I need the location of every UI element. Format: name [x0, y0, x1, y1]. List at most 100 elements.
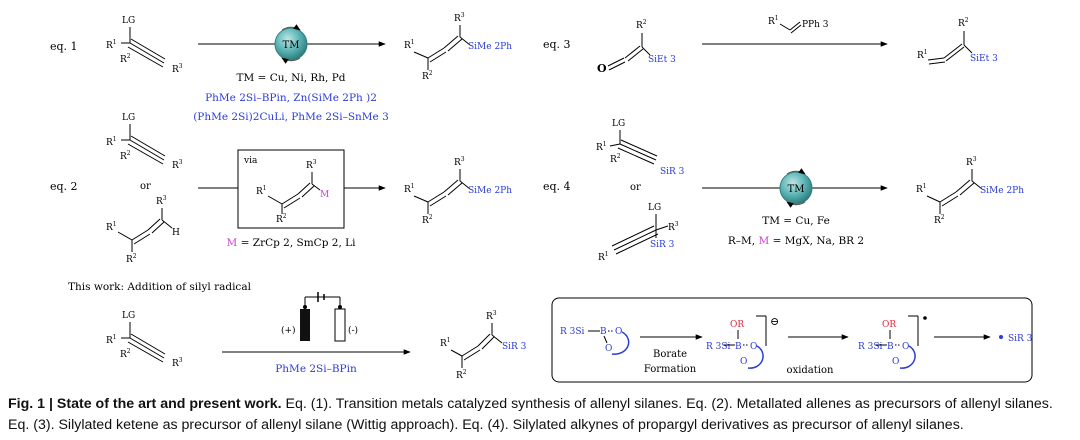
- eq1-label: eq. 1: [50, 40, 78, 53]
- svg-text:R3: R3: [172, 357, 183, 369]
- svg-text:R2: R2: [610, 153, 621, 165]
- svg-text:R3: R3: [172, 63, 183, 75]
- borate-anion: OR R 3Si B O O ⊖: [706, 315, 779, 369]
- eq4-or: or: [630, 182, 641, 193]
- svg-text:R2: R2: [120, 150, 131, 162]
- svg-text:R3: R3: [966, 156, 977, 168]
- svg-text:R3: R3: [486, 310, 497, 322]
- eq1-tm-list: TM = Cu, Ni, Rh, Pd: [236, 72, 345, 84]
- svg-text:OR: OR: [730, 320, 744, 330]
- eq4-substrate-1: LG R1 R2 SiR 3: [596, 119, 685, 177]
- figure-title: State of the art and present work.: [56, 396, 282, 412]
- eq2-label: eq. 2: [50, 180, 78, 193]
- svg-text:SiR 3: SiR 3: [650, 240, 675, 250]
- svg-text:OR: OR: [882, 320, 896, 330]
- eq4-substrate-2: LG R3 SiR 3 R1: [598, 203, 679, 263]
- svg-text:R1: R1: [106, 221, 117, 233]
- svg-text:O: O: [750, 342, 757, 352]
- svg-text:SiEt 3: SiEt 3: [648, 55, 676, 65]
- svg-text:LG: LG: [122, 113, 135, 123]
- svg-text:R 3Si: R 3Si: [560, 327, 585, 337]
- svg-text:R2: R2: [934, 214, 945, 226]
- svg-text:R2: R2: [120, 348, 131, 360]
- svg-text:R1: R1: [598, 251, 609, 263]
- step-formation: Formation: [644, 364, 697, 375]
- svg-text:R1: R1: [106, 39, 117, 51]
- svg-text:R2: R2: [120, 53, 131, 65]
- svg-text:R 3Si: R 3Si: [858, 342, 883, 352]
- eq1-substrate: LG R1 R2 R3: [106, 16, 183, 75]
- eq1-reagents-line2: (PhMe 2Si)2CuLi, PhMe 2Si–SnMe 3: [193, 111, 389, 123]
- eq1-reagents-line1: PhMe 2Si–BPin, Zn(SiMe 2Ph )2: [205, 92, 377, 104]
- svg-text:R2: R2: [126, 253, 137, 265]
- svg-text:R1: R1: [404, 39, 415, 51]
- eq4-reagents: R–M, M = MgX, Na, BR 2: [728, 235, 864, 247]
- radical-dot-icon: [999, 335, 1003, 339]
- this-work-substrate: LG R1 R2 R3: [106, 311, 183, 369]
- svg-text:SiMe 2Ph: SiMe 2Ph: [468, 186, 512, 196]
- via-intermediate-box: [237, 149, 345, 229]
- svg-text:R1: R1: [106, 136, 117, 148]
- svg-text:SiMe 2Ph: SiMe 2Ph: [980, 186, 1024, 196]
- step-oxidation: oxidation: [787, 365, 834, 376]
- svg-text:R3: R3: [306, 159, 317, 171]
- svg-text:R3: R3: [156, 195, 167, 207]
- figure-caption: Fig. 1 | State of the art and present wo…: [8, 396, 1053, 433]
- svg-text:R1: R1: [256, 185, 267, 197]
- svg-text:O: O: [740, 357, 747, 367]
- anode-label: (+): [281, 325, 296, 336]
- svg-text:R3: R3: [454, 156, 465, 168]
- hydrogen-label: H: [172, 228, 180, 238]
- eq4-product: R1 R2 R3 SiMe 2Ph: [916, 156, 1024, 226]
- svg-text:SiEt 3: SiEt 3: [970, 54, 998, 64]
- metallated-allene: R1 R2 R3 M: [256, 159, 329, 225]
- svg-text:SiMe 2Ph: SiMe 2Ph: [468, 42, 512, 52]
- svg-text:B: B: [735, 342, 742, 352]
- catalyst-ball-icon: [779, 171, 813, 205]
- eq2-substrate-propargyl: LG R1 R2 R3: [106, 113, 183, 171]
- eq2-product: R1 R2 R3 SiMe 2Ph: [404, 156, 512, 226]
- svg-text:PPh 3: PPh 3: [802, 20, 829, 30]
- svg-text:SiR 3: SiR 3: [660, 167, 685, 177]
- svg-text:R3: R3: [668, 221, 679, 233]
- svg-text:R1: R1: [404, 183, 415, 195]
- eq2-substrate-allene: R1 R2 R3 H: [106, 195, 180, 265]
- catalyst-label: TM: [283, 40, 300, 51]
- this-work: This work: Addition of silyl radical LG …: [68, 281, 527, 381]
- catalyst-label: TM: [788, 184, 805, 195]
- svg-text:R1: R1: [440, 337, 451, 349]
- silyl-radical-label: SiR 3: [1008, 334, 1033, 344]
- svg-text:R3: R3: [454, 12, 465, 24]
- radical-dot-icon: [923, 316, 927, 320]
- svg-text:R1: R1: [106, 334, 117, 346]
- eq4-tm-list: TM = Cu, Fe: [762, 215, 830, 227]
- cathode-label: (-): [348, 325, 358, 336]
- this-work-product: R1 R2 R3 SiR 3: [440, 310, 527, 381]
- svg-text:R1: R1: [596, 141, 607, 153]
- via-label: via: [243, 156, 258, 166]
- svg-text:R1: R1: [768, 15, 779, 27]
- figure-number: Fig. 1: [8, 396, 46, 412]
- reaction-scheme: eq. 1 LG R1 R2 R3 TM TM = Cu, Ni, Rh, Pd…: [50, 12, 1033, 383]
- mechanism-box: R 3Si B O O Borate Formation OR R 3Si B …: [551, 297, 1033, 383]
- eq4: eq. 4 LG R1 R2 SiR 3 or LG R3 SiR 3 R1: [543, 119, 1024, 263]
- svg-text:R2: R2: [456, 369, 467, 381]
- svg-text:R2: R2: [958, 17, 969, 29]
- svg-text:R1: R1: [916, 183, 927, 195]
- leaving-group-label: LG: [122, 16, 135, 26]
- anode-icon: [300, 309, 310, 341]
- svg-text:SiR 3: SiR 3: [502, 342, 527, 352]
- cathode-icon: [334, 308, 346, 342]
- svg-text:R 3Si: R 3Si: [706, 342, 731, 352]
- svg-text:LG: LG: [612, 119, 625, 129]
- catalyst-ball-icon: [274, 27, 308, 61]
- figure-caption-body: Eq. (1). Transition metals catalyzed syn…: [8, 396, 1053, 433]
- boronic-ester: R 3Si B O O: [560, 327, 630, 355]
- svg-text:R2: R2: [636, 19, 647, 31]
- wittig-ylide: R1 PPh 3: [768, 15, 829, 34]
- svg-text:O: O: [605, 344, 612, 354]
- electrochemical-cell-icon: (+) (-): [281, 292, 358, 342]
- svg-text:O: O: [597, 62, 607, 75]
- this-work-label: This work: Addition of silyl radical: [68, 281, 252, 293]
- eq1: eq. 1 LG R1 R2 R3 TM TM = Cu, Ni, Rh, Pd…: [50, 12, 512, 123]
